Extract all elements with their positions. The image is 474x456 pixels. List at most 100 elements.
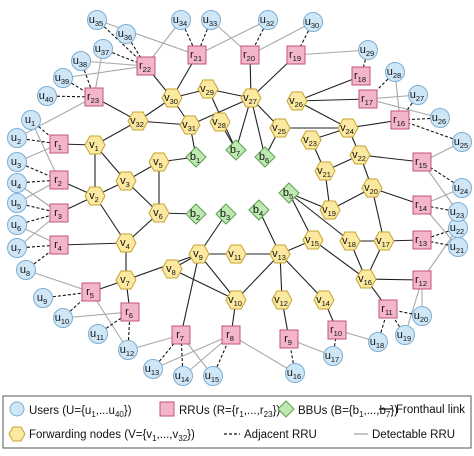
fronthaul-link-r7-v9	[180, 253, 200, 336]
node-label-u11: u11	[90, 328, 104, 342]
node-label-u27: u27	[410, 89, 424, 103]
user-circle	[303, 12, 323, 32]
user-node-u15: u15	[203, 366, 223, 386]
node-label-v20: v20	[364, 182, 378, 196]
fronthaul-link-v13-v14	[279, 253, 325, 301]
bbu-diamond	[254, 146, 276, 168]
node-label-b7: b7	[230, 144, 240, 158]
node-label-r16: r16	[393, 114, 405, 128]
user-node-u27: u27	[408, 85, 428, 105]
rru-node-r17: r17	[358, 89, 378, 109]
detectable-link-u35-r21	[96, 19, 198, 56]
forwarding-hexagon	[84, 186, 106, 206]
user-node-u30: u30	[303, 12, 323, 32]
node-label-v3: v3	[120, 175, 130, 189]
user-node-u28: u28	[385, 62, 405, 82]
rru-node-r8: r8	[221, 325, 241, 345]
legend: Users (U={u1,...u40}) RRUs (R={r1,...,r2…	[2, 395, 472, 449]
node-label-u30: u30	[305, 16, 319, 30]
forwarding-node-v11: v11	[225, 244, 247, 264]
forwarding-node-v18: v18	[339, 231, 361, 251]
node-label-u28: u28	[387, 66, 401, 80]
node-label-u16: u16	[287, 367, 301, 381]
node-label-u10: u10	[55, 312, 69, 326]
node-label-r5: r5	[86, 286, 94, 300]
user-circle	[71, 51, 91, 71]
rru-node-r2: r2	[49, 170, 69, 190]
node-label-r20: r20	[243, 49, 255, 63]
forwarding-hexagon	[269, 118, 291, 138]
legend-rru-icon	[159, 401, 175, 417]
node-label-r9: r9	[284, 333, 292, 347]
fronthaul-link-v7-v9	[125, 253, 200, 281]
node-label-v26: v26	[289, 95, 303, 109]
node-label-u19: u19	[397, 329, 411, 343]
rru-square	[358, 89, 378, 109]
user-node-u34: u34	[171, 10, 191, 30]
node-label-b6: b6	[259, 151, 269, 165]
rru-square	[378, 299, 398, 319]
forwarding-node-v14: v14	[313, 290, 335, 310]
forwarding-hexagon	[269, 244, 291, 264]
node-label-r15: r15	[415, 156, 427, 170]
rru-node-r12: r12	[412, 270, 432, 290]
node-label-u22: u22	[450, 222, 464, 236]
node-label-v31: v31	[182, 119, 196, 133]
forwarding-node-v19: v19	[319, 200, 341, 220]
forwarding-node-v27: v27	[240, 88, 262, 108]
rru-square	[412, 195, 432, 215]
forwarding-hexagon	[240, 88, 262, 108]
fronthaul-link-r15-v22	[359, 154, 423, 163]
node-label-v10: v10	[228, 294, 242, 308]
node-label-u33: u33	[203, 14, 217, 28]
node-label-u15: u15	[205, 370, 219, 384]
node-label-u39: u39	[55, 72, 69, 86]
user-node-u16: u16	[285, 363, 305, 383]
user-node-u13: u13	[143, 359, 163, 379]
user-node-u4: u4	[7, 173, 27, 193]
user-node-u26: u26	[430, 108, 450, 128]
user-node-u32: u32	[258, 10, 278, 30]
legend-forwarding-icon	[8, 426, 26, 442]
rru-square	[49, 235, 69, 255]
node-label-r1: r1	[54, 138, 62, 152]
fronthaul-link-r18-v26	[296, 75, 362, 102]
forwarding-node-v13: v13	[269, 244, 291, 264]
rru-square	[49, 170, 69, 190]
rru-square	[84, 87, 104, 107]
detectable-link-u38-r22	[80, 60, 147, 67]
node-label-v14: v14	[316, 294, 330, 308]
node-label-u14: u14	[175, 370, 189, 384]
forwarding-hexagon	[339, 231, 361, 251]
node-label-u2: u2	[11, 132, 21, 146]
detectable-link-u8-r5	[25, 269, 92, 293]
rru-square	[286, 45, 306, 65]
user-node-u3: u3	[7, 152, 27, 172]
node-label-v30: v30	[164, 92, 178, 106]
forwarding-node-v3: v3	[115, 171, 137, 191]
rru-node-r14: r14	[412, 195, 432, 215]
node-label-u34: u34	[173, 14, 187, 28]
user-circle	[7, 238, 27, 258]
legend-detectable-text: Detectable RRU	[372, 429, 455, 441]
rru-node-r7: r7	[171, 325, 191, 345]
user-circle	[408, 85, 428, 105]
node-label-r18: r18	[354, 70, 366, 84]
fronthaul-link-v27-b6	[250, 97, 266, 158]
node-label-u9: u9	[37, 292, 47, 306]
forwarding-node-v21: v21	[314, 161, 336, 181]
forwarding-hexagon	[127, 111, 149, 131]
user-circle	[93, 39, 113, 59]
forwarding-node-v20: v20	[361, 178, 383, 198]
user-circle	[430, 108, 450, 128]
forwarding-node-v2: v2	[84, 186, 106, 206]
node-label-u38: u38	[73, 55, 87, 69]
user-circle	[395, 325, 415, 345]
node-label-v28: v28	[212, 116, 226, 130]
detectable-link-u30-r20	[249, 21, 314, 56]
user-circle	[385, 62, 405, 82]
forwarding-hexagon	[115, 233, 137, 253]
node-label-v18: v18	[342, 235, 356, 249]
node-label-u18: u18	[370, 336, 384, 350]
